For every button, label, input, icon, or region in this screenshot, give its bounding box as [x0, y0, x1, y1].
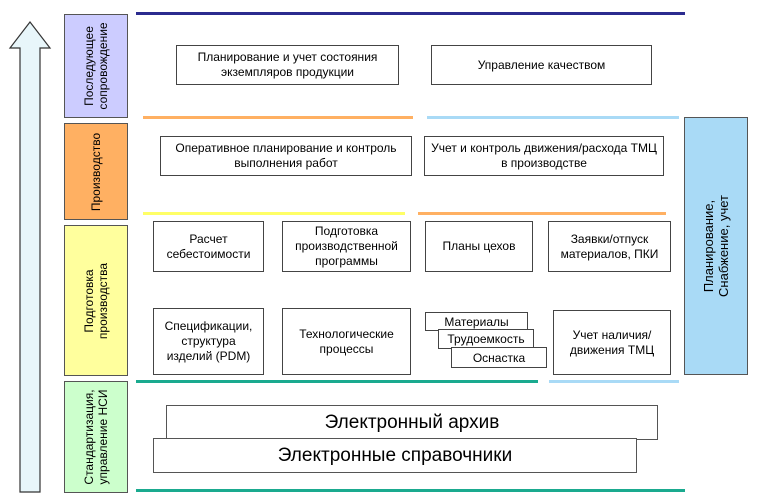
stage-support: Последующее сопровождение	[64, 14, 128, 118]
tag-tooling: Оснастка	[451, 347, 547, 368]
box-production-program: Подготовка производственной программы	[282, 221, 411, 272]
directories-bar: Электронные справочники	[153, 438, 637, 473]
box-requests: Заявки/отпуск материалов, ПКИ	[548, 221, 671, 272]
box-material-flow: Учет и контроль движения/расхода ТМЦ в п…	[424, 136, 664, 176]
box-shop-plans: Планы цехов	[425, 221, 533, 272]
side-block-planning: Планирование, Снабжение, учет	[684, 117, 748, 375]
box-operative-planning: Оперативное планирование и контроль выпо…	[160, 136, 412, 176]
stage-support-label: Последующее сопровождение	[82, 22, 110, 110]
archive-bar: Электронный архив	[166, 405, 658, 440]
separator-blue-line	[427, 116, 679, 119]
stage-production: Производство	[64, 123, 128, 220]
stage-standardization: Стандартизация, управление НСИ	[64, 381, 128, 493]
stage-preparation: Подготовка производства	[64, 225, 128, 376]
stage-preparation-label: Подготовка производства	[82, 262, 110, 339]
box-inventory: Учет наличия/ движения ТМЦ	[553, 310, 671, 375]
box-specifications: Спецификации, структура изделий (PDM)	[153, 308, 264, 375]
tag-labor: Трудоемкость	[438, 329, 534, 349]
box-quality: Управление качеством	[431, 45, 652, 85]
separator-teal-line	[136, 380, 538, 383]
box-lifecycle-planning: Планирование и учет состояния экземпляро…	[176, 45, 399, 85]
box-tech-processes: Технологические процессы	[282, 308, 411, 375]
separator-yellow-line	[143, 212, 405, 215]
separator-bottom-line	[136, 489, 685, 492]
box-costing: Расчет себестоимости	[153, 221, 264, 272]
separator-orange-line-2	[418, 212, 666, 215]
separator-blue-line-2	[549, 380, 679, 383]
separator-orange-line	[143, 116, 413, 119]
stage-standardization-label: Стандартизация, управление НСИ	[82, 389, 110, 485]
stage-production-label: Производство	[89, 132, 103, 211]
side-block-label: Планирование, Снабжение, учет	[701, 195, 731, 297]
up-arrow-icon	[8, 21, 52, 493]
separator-top-line	[136, 12, 685, 15]
